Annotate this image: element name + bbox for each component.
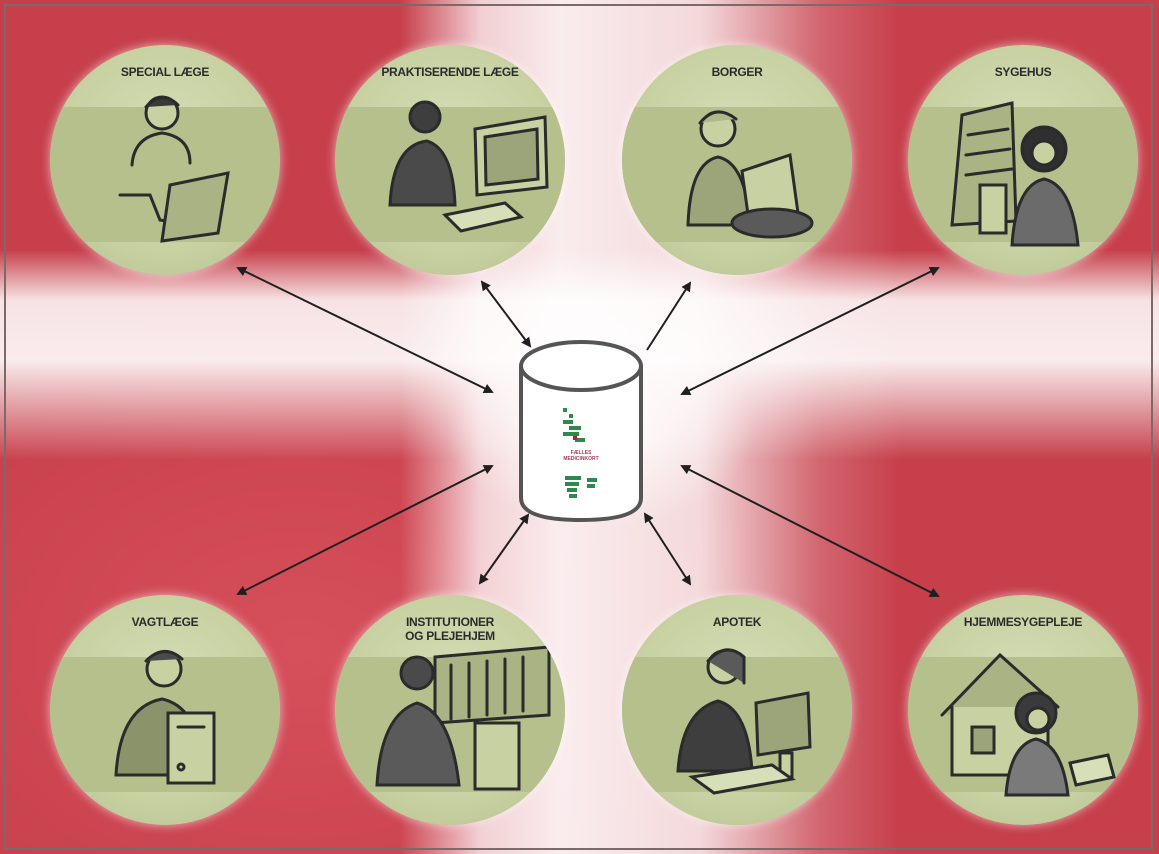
- arrow-borger: [646, 281, 692, 351]
- node-praktiserende-laege: PRAKTISERENDE LÆGE: [335, 45, 565, 275]
- doctor-laptop-icon: [118, 95, 230, 243]
- node-special-laege: SPECIAL LÆGE: [50, 45, 280, 275]
- on-call-doctor-icon: [114, 650, 216, 785]
- node-label: INSTITUTIONER OG PLEJEHJEM: [345, 615, 555, 643]
- nursing-home-icon: [375, 645, 551, 791]
- node-sygehus: SYGEHUS: [908, 45, 1138, 275]
- node-label: APOTEK: [712, 615, 762, 629]
- arrow-special-laege: [236, 267, 494, 393]
- arrow-praktiserende-laege: [480, 280, 532, 348]
- arrow-hjemmesygepleje: [680, 465, 940, 597]
- citizen-laptop-icon: [686, 110, 814, 239]
- node-label: BORGER: [711, 65, 763, 79]
- node-label-line1: INSTITUTIONER: [405, 615, 495, 629]
- database-logo-line1: FÆLLES: [570, 450, 592, 456]
- node-institutioner: INSTITUTIONER OG PLEJEHJEM: [335, 595, 565, 825]
- node-vagtlaege: VAGTLÆGE: [50, 595, 280, 825]
- database-logo: FÆLLES MEDICINKORT: [553, 450, 609, 462]
- node-label: HJEMMESYGEPLEJE: [963, 615, 1083, 629]
- arrow-apotek: [643, 512, 692, 586]
- database-logo-line2: MEDICINKORT: [563, 456, 599, 462]
- node-label: PRAKTISERENDE LÆGE: [381, 65, 519, 79]
- arrow-vagtlaege: [236, 465, 494, 595]
- arrow-sygehus: [680, 267, 940, 395]
- home-nurse-icon: [940, 652, 1116, 797]
- node-hjemmesygepleje: HJEMMESYGEPLEJE: [908, 595, 1138, 825]
- hospital-staff-icon: [950, 101, 1080, 247]
- doctor-computer-icon: [388, 100, 549, 233]
- arrow-institutioner: [478, 513, 530, 585]
- node-label-line2: OG PLEJEHJEM: [405, 629, 495, 643]
- node-apotek: APOTEK: [622, 595, 852, 825]
- database-cylinder-icon: [519, 340, 643, 523]
- node-label: SYGEHUS: [994, 65, 1052, 79]
- node-borger: BORGER: [622, 45, 852, 275]
- node-label: SPECIAL LÆGE: [120, 65, 210, 79]
- node-label: VAGTLÆGE: [131, 615, 199, 629]
- pharmacy-icon: [676, 648, 812, 795]
